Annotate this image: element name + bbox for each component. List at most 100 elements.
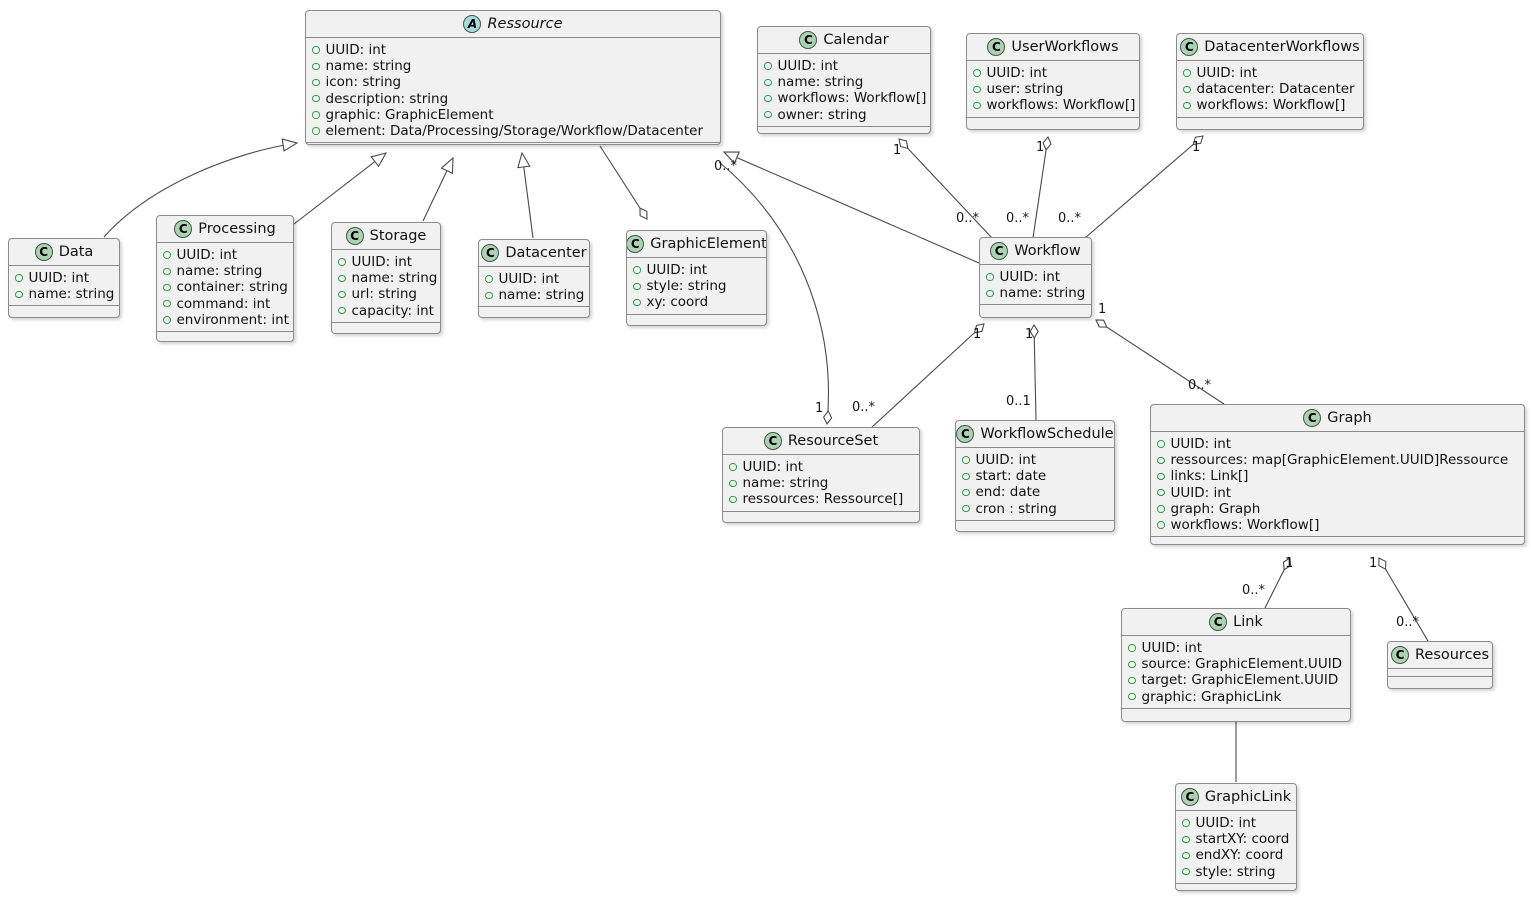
multiplicity-label: 0..* <box>1242 583 1266 598</box>
attribute-row: style: string <box>1182 864 1288 880</box>
class-methods-compartment <box>479 306 589 317</box>
class-header-datacenter: C Datacenter <box>479 240 589 267</box>
class-icon: C <box>990 242 1009 260</box>
attribute-text: UUID: int <box>975 452 1037 468</box>
edge-datacenterworkflows-workflow <box>1084 136 1203 239</box>
field-visibility-icon <box>973 101 981 110</box>
field-visibility-icon <box>1157 505 1165 513</box>
multiplicity-label: 0..* <box>1188 378 1212 393</box>
edge-userworkflows-workflow <box>1032 137 1048 239</box>
attribute-row: ressources: map[GraphicElement.UUID]Ress… <box>1157 452 1516 468</box>
class-name: Calendar <box>823 32 889 48</box>
attribute-row: UUID: int <box>1157 436 1516 452</box>
attribute-row: UUID: int <box>1182 815 1288 831</box>
attribute-row: style: string <box>633 278 758 294</box>
class-attributes-resources <box>1388 669 1492 676</box>
field-visibility-icon <box>1157 472 1165 481</box>
class-methods-compartment <box>157 331 293 341</box>
field-visibility-icon <box>312 78 320 87</box>
attribute-row: startXY: coord <box>1182 831 1289 847</box>
field-visibility-icon <box>729 479 737 488</box>
attribute-text: name: string <box>999 285 1086 302</box>
attribute-text: UUID: int <box>986 65 1048 81</box>
class-methods-compartment <box>9 305 119 317</box>
attribute-text: name: string <box>28 286 115 303</box>
class-header-graphiclink: C GraphicLink <box>1176 784 1296 811</box>
field-visibility-icon <box>962 504 970 513</box>
class-methods-compartment <box>1176 882 1296 892</box>
attribute-text: name: string <box>176 263 263 280</box>
field-visibility-icon <box>633 298 641 307</box>
attribute-row: environment: int <box>163 312 289 328</box>
class-name: Resources <box>1414 647 1490 663</box>
edge-resourceset-ressource <box>718 161 828 424</box>
class-name: Datacenter <box>505 245 587 261</box>
edge-workflow-graph <box>1096 320 1225 405</box>
edge-graph-resources <box>1379 558 1429 642</box>
attribute-row: UUID: int <box>338 254 432 270</box>
attribute-row: owner: string <box>764 107 922 123</box>
class-icon: C <box>763 432 782 450</box>
field-visibility-icon <box>338 258 346 266</box>
attribute-row: name: string <box>764 74 922 90</box>
class-name: Storage <box>369 228 427 244</box>
edge-workflow-resourceset <box>871 324 984 428</box>
class-methods-compartment <box>1177 116 1363 129</box>
class-name: DatacenterWorkflows <box>1204 39 1360 55</box>
attribute-row: UUID: int <box>962 452 1106 468</box>
class-icon: C <box>174 220 193 238</box>
class-name: Processing <box>198 221 276 237</box>
multiplicity-label: 0..* <box>956 211 980 226</box>
attribute-row: name: string <box>729 475 911 491</box>
class-icon: C <box>1180 788 1199 806</box>
field-visibility-icon <box>764 94 772 103</box>
attribute-row: xy: coord <box>633 294 758 310</box>
field-visibility-icon <box>1157 440 1165 448</box>
multiplicity-label: 1 <box>1098 302 1107 317</box>
attribute-row: source: GraphicElement.UUID <box>1128 656 1342 672</box>
attribute-row: UUID: int <box>729 459 911 475</box>
field-visibility-icon <box>962 488 970 497</box>
field-visibility-icon <box>163 316 171 324</box>
field-visibility-icon <box>338 290 346 299</box>
attribute-text: url: string <box>351 286 417 303</box>
attribute-row: command: int <box>163 296 285 312</box>
field-visibility-icon <box>1128 660 1136 669</box>
multiplicity-label: 1 <box>893 143 902 158</box>
field-visibility-icon <box>163 299 171 308</box>
class-icon: C <box>481 244 500 262</box>
multiplicity-label: 0..1 <box>1006 394 1031 409</box>
attribute-text: endXY: coord <box>1195 847 1284 864</box>
field-visibility-icon <box>1157 456 1165 465</box>
attribute-text: description: string <box>325 90 449 107</box>
field-visibility-icon <box>764 78 772 87</box>
field-visibility-icon <box>962 456 970 464</box>
edge-ressource-graphicelement <box>599 145 647 219</box>
edge-data-extends-ressource <box>103 143 297 238</box>
field-visibility-icon <box>1157 521 1165 529</box>
field-visibility-icon <box>338 306 346 315</box>
multiplicity-label: 0..* <box>1396 615 1420 630</box>
attribute-text: UUID: int <box>1170 484 1232 501</box>
attribute-text: start: date <box>975 468 1047 485</box>
attribute-text: UUID: int <box>1141 640 1203 656</box>
class-name: Data <box>58 244 94 260</box>
attribute-row: UUID: int <box>15 270 111 286</box>
attribute-row: container: string <box>163 279 288 295</box>
class-name: GraphicLink <box>1204 789 1292 805</box>
attribute-text: capacity: int <box>351 302 434 319</box>
